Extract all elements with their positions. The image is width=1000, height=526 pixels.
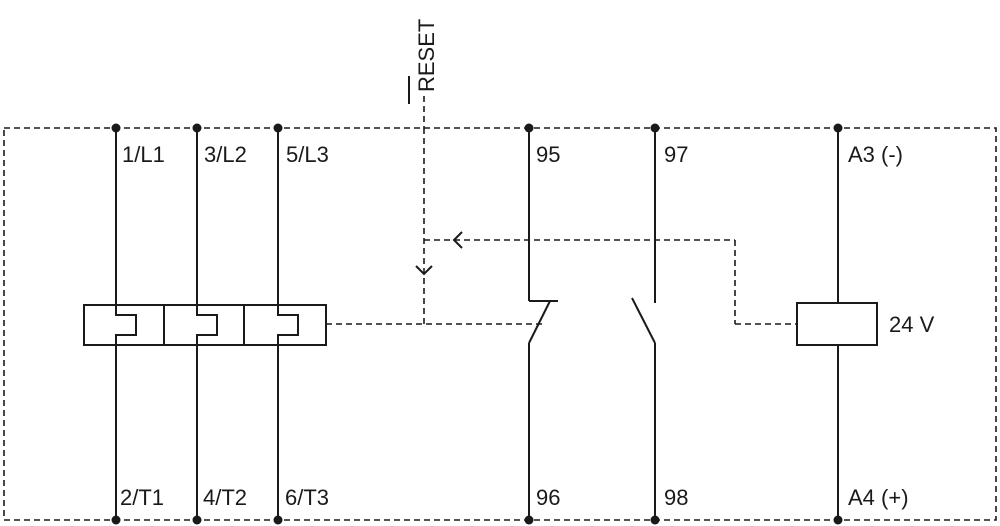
label-97: 97 xyxy=(664,142,688,167)
contact-no-97-98 xyxy=(631,128,656,520)
thermal-elements xyxy=(83,128,327,520)
device-enclosure xyxy=(3,127,997,521)
thermal-element-2 xyxy=(163,304,245,346)
label-2-t1: 2/T1 xyxy=(120,485,164,510)
label-96: 96 xyxy=(536,485,560,510)
label-3-l2: 3/L2 xyxy=(204,142,247,167)
arrow-left-icon xyxy=(452,231,463,249)
coil-voltage-label: 24 V xyxy=(889,312,935,337)
label-95: 95 xyxy=(536,142,560,167)
thermal-element-1 xyxy=(83,304,165,346)
reset-button: RESET xyxy=(408,19,439,128)
label-a4: A4 (+) xyxy=(848,485,909,510)
coil-symbol xyxy=(796,302,878,346)
heater-symbol-1 xyxy=(115,128,137,520)
terminal-dots xyxy=(111,123,843,525)
reset-label: RESET xyxy=(414,19,439,92)
contact-nc-95-96 xyxy=(528,128,558,520)
relay-coil xyxy=(796,128,878,520)
thermal-element-3 xyxy=(243,304,327,346)
heater-symbol-2 xyxy=(196,128,218,520)
heater-symbol-3 xyxy=(277,128,299,520)
label-5-l3: 5/L3 xyxy=(286,142,329,167)
label-a3: A3 (-) xyxy=(848,142,903,167)
label-98: 98 xyxy=(664,485,688,510)
label-6-t3: 6/T3 xyxy=(285,485,329,510)
label-1-l1: 1/L1 xyxy=(122,142,165,167)
mechanical-linkage xyxy=(326,128,797,325)
label-4-t2: 4/T2 xyxy=(203,485,247,510)
arrow-down-icon xyxy=(415,265,433,276)
